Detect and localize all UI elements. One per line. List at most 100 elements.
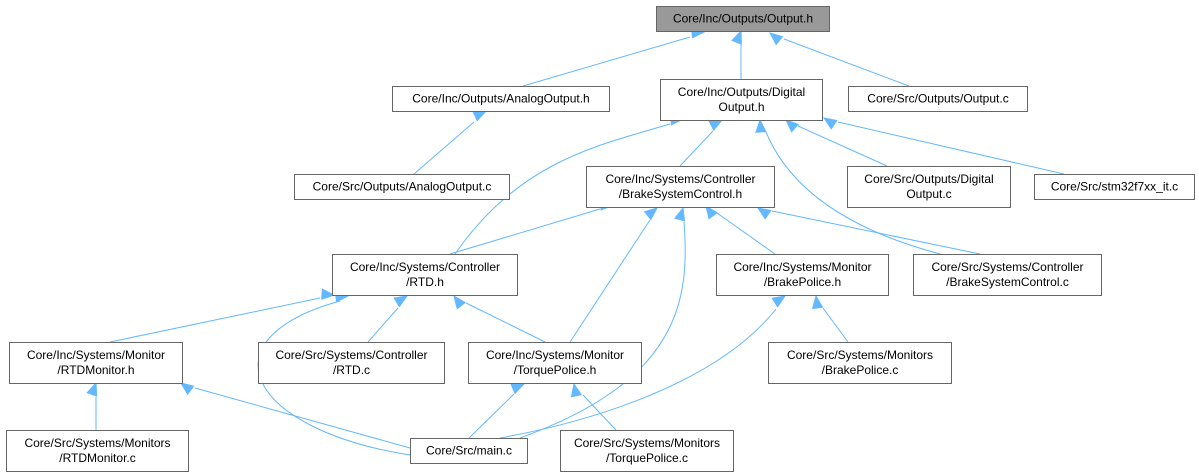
edge-torquepolice-h-to-rtd-h <box>453 294 546 343</box>
node-analogoutput-c[interactable]: Core/Src/Outputs/AnalogOutput.c <box>294 174 510 200</box>
arrowhead-icon <box>453 294 467 310</box>
arrowhead-icon <box>570 382 583 398</box>
edge-line <box>716 212 776 255</box>
node-label: Core/Src/Systems/Monitors <box>787 348 933 362</box>
node-label: Core/Src/Systems/Controller <box>275 348 427 362</box>
node-box <box>392 86 610 112</box>
node-analogoutput-h[interactable]: Core/Inc/Outputs/AnalogOutput.h <box>392 86 610 112</box>
node-rtdmonitor-h[interactable]: Core/Inc/Systems/Monitor/RTDMonitor.h <box>9 342 183 384</box>
node-rtdmonitor-c[interactable]: Core/Src/Systems/Monitors/RTDMonitor.c <box>6 430 189 472</box>
node-label: Core/Src/Outputs/Output.c <box>867 92 1008 106</box>
edge-line <box>465 302 546 343</box>
node-label: Core/Src/Systems/Controller <box>931 260 1083 274</box>
node-box <box>913 254 1102 296</box>
node-label: /BrakeSystemControl.c <box>946 275 1069 289</box>
edge-line <box>454 123 671 255</box>
node-label: /TorquePolice.h <box>514 363 597 377</box>
node-box <box>716 254 889 296</box>
edge-digitaloutput-c-to-digitaloutput-h <box>785 119 888 167</box>
edge-brakesystemcontrol-c-to-brakesystemcontrol-h <box>756 207 981 255</box>
node-label: /RTDMonitor.h <box>57 363 134 377</box>
edge-torquepolice-c-to-torquepolice-h <box>570 382 617 431</box>
node-main-c[interactable]: Core/Src/main.c <box>410 438 528 464</box>
arrowhead-icon <box>731 29 742 45</box>
node-label: Core/Inc/Systems/Monitor <box>486 348 624 362</box>
node-brakepolice-c[interactable]: Core/Src/Systems/Monitors/BrakePolice.c <box>768 342 952 384</box>
node-label: Output.h <box>718 100 764 114</box>
node-rtd-c[interactable]: Core/Src/Systems/Controller/RTD.c <box>258 342 445 384</box>
node-label: Core/Inc/Outputs/Digital <box>678 85 805 99</box>
edge-line <box>797 125 888 167</box>
node-label: Core/Inc/Systems/Controller <box>605 172 755 186</box>
node-brakesystemcontrol-c[interactable]: Core/Src/Systems/Controller/BrakeSystemC… <box>913 254 1102 296</box>
edge-line <box>522 36 691 87</box>
node-brakesystemcontrol-h[interactable]: Core/Inc/Systems/Controller/BrakeSystemC… <box>586 166 775 208</box>
node-label: Core/Src/Systems/Monitors <box>24 436 170 450</box>
edge-line <box>468 393 515 439</box>
edge-main-c-to-torquepolice-h <box>468 383 526 439</box>
arrowhead-icon <box>86 381 98 397</box>
arrowhead-icon <box>755 118 767 133</box>
edge-stm32f7xx-it-c-to-digitaloutput-h <box>822 117 1065 175</box>
node-label: Core/Src/main.c <box>426 444 512 458</box>
edge-line <box>519 221 686 439</box>
edge-output-c-to-output-h <box>768 32 910 87</box>
node-output-h[interactable]: Core/Inc/Outputs/Output.h <box>656 6 830 32</box>
edge-brakepolice-h-to-brakesystemcontrol-h <box>705 204 776 255</box>
arrowhead-icon <box>643 207 659 221</box>
edge-main-c-to-brakesystemcontrol-h <box>519 206 686 439</box>
node-label: Core/Inc/Outputs/AnalogOutput.h <box>412 92 589 106</box>
node-label: Core/Src/Systems/Monitors <box>574 436 720 450</box>
edge-brakepolice-c-to-brakepolice-h <box>811 294 849 343</box>
node-box <box>586 166 775 208</box>
node-stm32f7xx-it-c[interactable]: Core/Src/stm32f7xx_it.c <box>1034 174 1195 200</box>
arrowhead-icon <box>822 117 838 130</box>
edge-main-c-to-rtdmonitor-h <box>179 382 411 449</box>
node-label: /RTD.c <box>333 363 370 377</box>
edge-line <box>783 38 910 87</box>
node-label: /RTD.h <box>406 275 444 289</box>
edge-line <box>194 387 411 449</box>
edge-line <box>449 208 601 255</box>
edge-line <box>413 121 475 175</box>
node-output-c[interactable]: Core/Src/Outputs/Output.c <box>848 86 1028 112</box>
node-brakepolice-h[interactable]: Core/Inc/Systems/Monitor/BrakePolice.h <box>716 254 889 296</box>
arrowhead-icon <box>705 204 719 220</box>
node-box <box>9 342 183 384</box>
arrowhead-icon <box>708 119 724 131</box>
arrowhead-icon <box>768 32 784 46</box>
arrowhead-icon <box>811 294 824 310</box>
edge-analogoutput-c-to-analogoutput-h <box>413 110 488 175</box>
node-box <box>660 79 823 121</box>
node-label: Core/Inc/Outputs/Output.h <box>673 12 813 26</box>
node-box <box>468 342 642 384</box>
edge-rtdmonitor-h-to-rtd-h <box>109 288 336 343</box>
edge-digitaloutput-h-to-output-h <box>731 29 742 79</box>
edge-line <box>679 130 714 167</box>
edge-line <box>109 297 321 343</box>
edge-line <box>569 219 651 343</box>
node-box <box>560 430 734 472</box>
node-label: /BrakePolice.c <box>822 363 899 377</box>
edge-line <box>822 307 849 343</box>
node-torquepolice-c[interactable]: Core/Src/Systems/Monitors/TorquePolice.c <box>560 430 734 472</box>
node-label: Output.c <box>906 187 951 201</box>
arrowhead-icon <box>785 119 800 133</box>
edge-rtd-c-to-rtd-h <box>367 295 409 343</box>
edge-rtdmonitor-c-to-rtdmonitor-h <box>86 381 98 430</box>
edge-line <box>771 210 981 255</box>
node-box <box>1034 174 1195 200</box>
node-torquepolice-h[interactable]: Core/Inc/Systems/Monitor/TorquePolice.h <box>468 342 642 384</box>
arrowhead-icon <box>510 383 526 395</box>
edge-brakesystemcontrol-h-to-digitaloutput-h <box>679 119 724 167</box>
node-label: Core/Src/stm32f7xx_it.c <box>1051 180 1178 194</box>
node-label: Core/Inc/Systems/Controller <box>350 260 500 274</box>
node-box <box>294 174 510 200</box>
arrowhead-icon <box>756 207 772 220</box>
node-label: /BrakePolice.h <box>764 275 841 289</box>
node-rtd-h[interactable]: Core/Inc/Systems/Controller/RTD.h <box>332 254 518 296</box>
edge-line <box>765 131 941 255</box>
